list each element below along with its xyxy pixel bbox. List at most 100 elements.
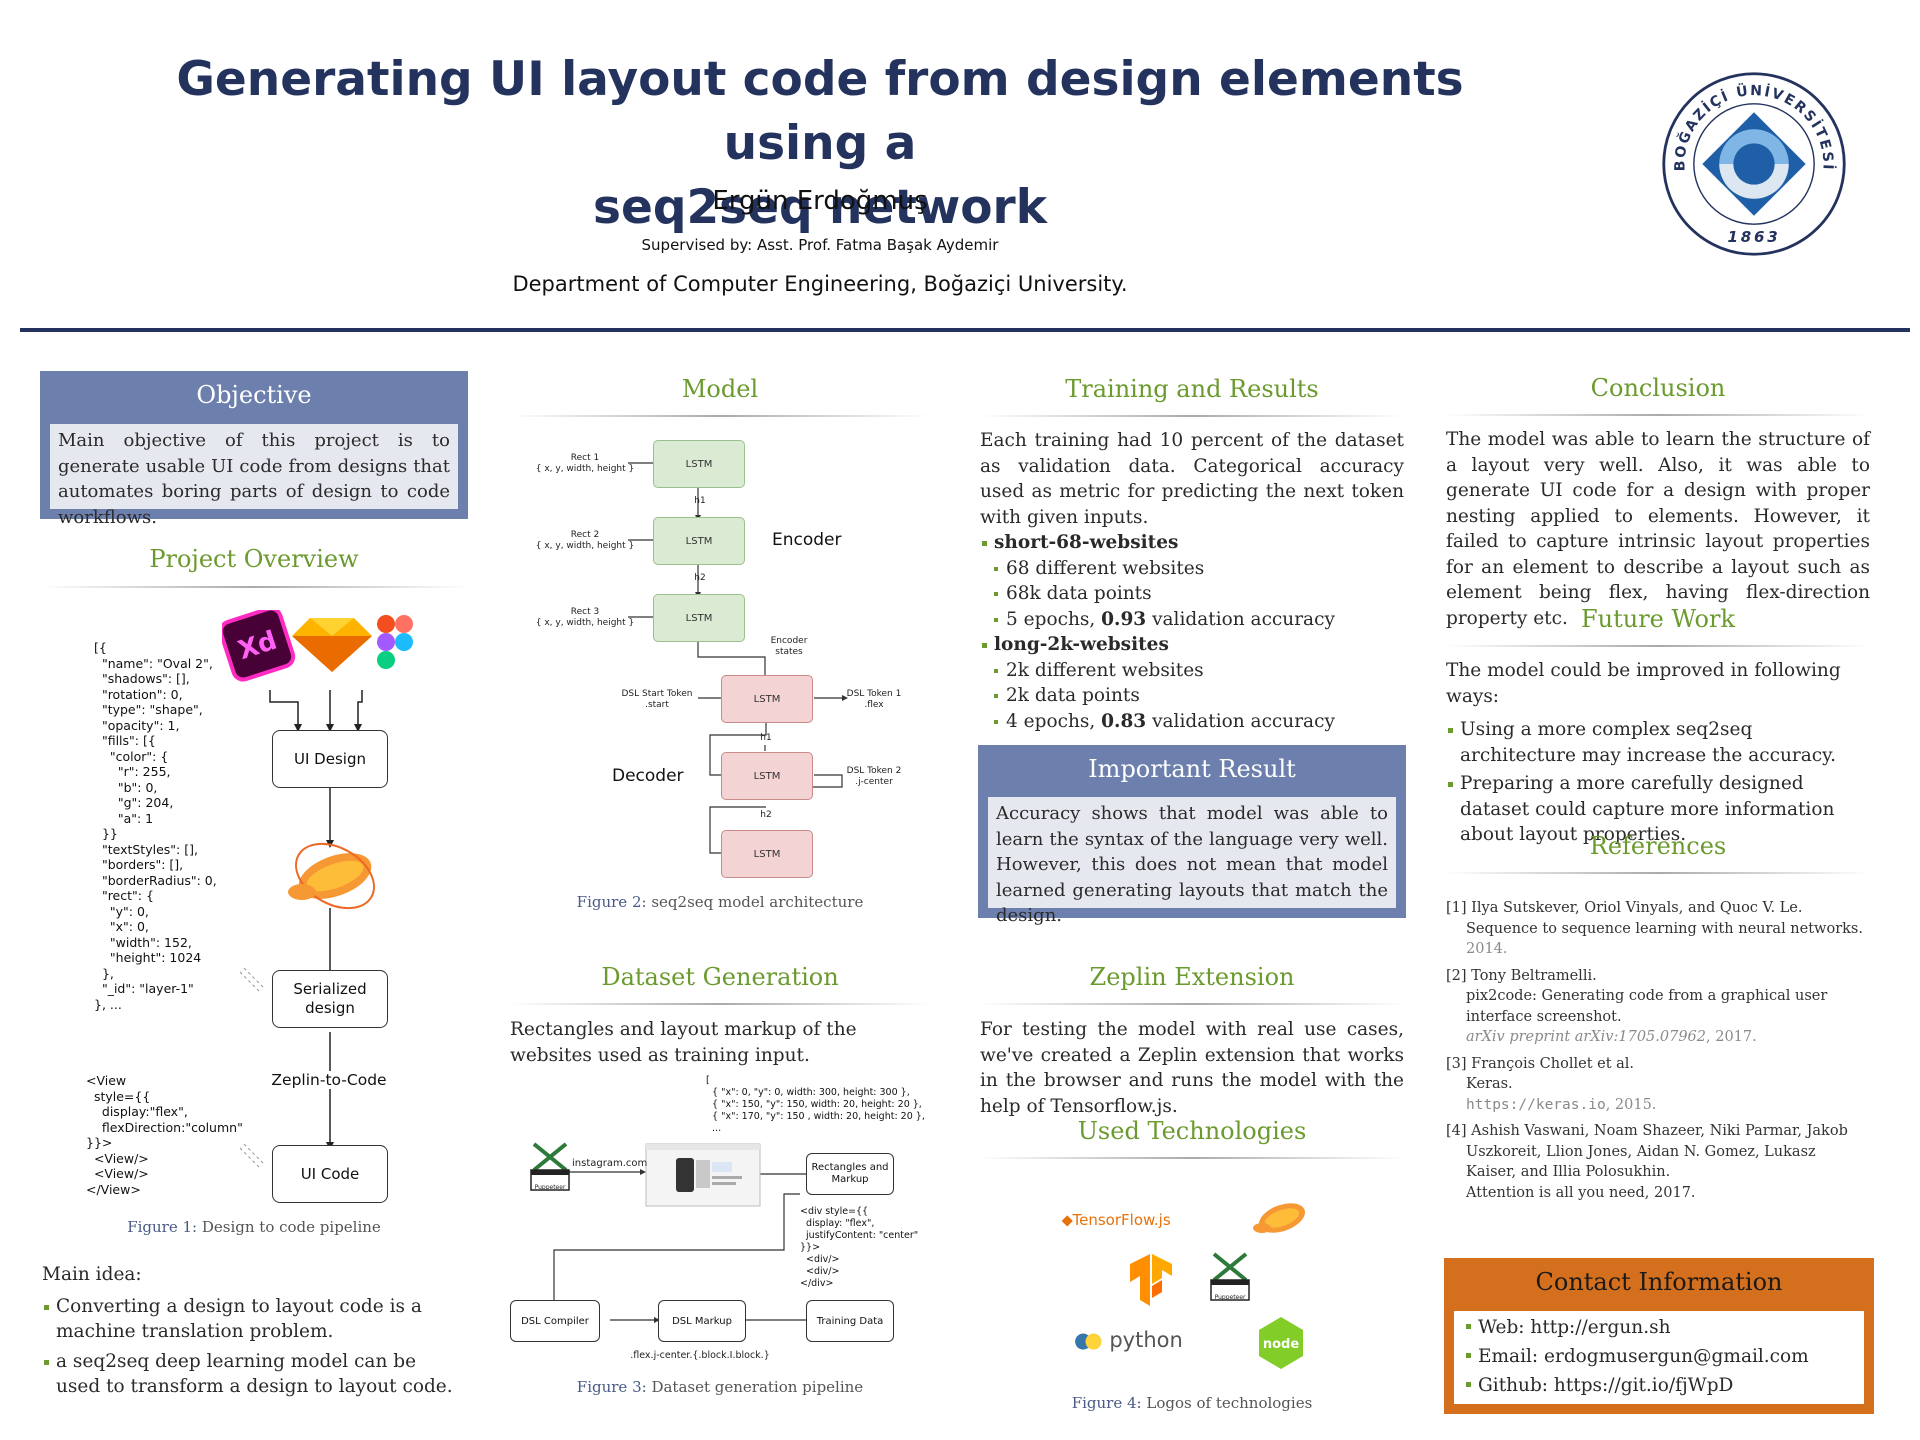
section-rule <box>40 586 468 588</box>
contact-web-link[interactable]: Web: http://ergun.sh <box>1464 1313 1854 1342</box>
objective-text: Main objective of this project is to gen… <box>50 424 458 528</box>
training-results-body: Each training had 10 percent of the data… <box>980 428 1404 734</box>
ui-design-node: UI Design <box>272 730 388 788</box>
result-item: 68k data points <box>980 581 1404 607</box>
section-rule <box>510 415 930 417</box>
dataset-generation-text: Rectangles and layout markup of the webs… <box>510 1019 857 1066</box>
important-result-text: Accuracy shows that model was able to le… <box>988 797 1396 926</box>
zeplin-to-code-label: Zeplin-to-Code <box>262 1071 396 1089</box>
contact-github-link[interactable]: Github: https://git.io/fjWpD <box>1464 1371 1854 1400</box>
serialized-design-node: Serialized design <box>272 970 388 1028</box>
figure-1-text: Design to code pipeline <box>201 1218 381 1236</box>
h1-label: h1 <box>694 496 706 506</box>
result-item: 2k different websites <box>980 658 1404 684</box>
main-idea-label: Main idea: <box>42 1264 142 1285</box>
result-group-title: long-2k-websites <box>980 632 1404 658</box>
used-technologies-heading: Used Technologies <box>1077 1117 1307 1145</box>
result-item: 68 different websites <box>980 556 1404 582</box>
dsl-compiler-node: DSL Compiler <box>510 1300 600 1342</box>
dsl-token-2: DSL Token 2 .j-center <box>846 766 902 787</box>
figure-4-text: Logos of technologies <box>1146 1394 1313 1412</box>
python-label: python <box>1109 1328 1183 1352</box>
main-idea-bullet: a seq2seq deep learning model can be use… <box>42 1349 462 1400</box>
dataset-generation-heading: Dataset Generation <box>601 963 839 991</box>
accuracy-value: 0.93 <box>1101 608 1147 630</box>
contact-box: Contact Information Web: http://ergun.sh… <box>1444 1258 1874 1414</box>
figure-1-label: Figure 1: <box>127 1218 198 1236</box>
reference-list: [1] Ilya Sutskever, Oriol Vinyals, and Q… <box>1446 898 1870 1209</box>
tensorflow-icon <box>1130 1254 1172 1306</box>
figure-2-label: Figure 2: <box>576 893 647 911</box>
decoder-lstm-2: LSTM <box>721 752 813 800</box>
reference-item: [4] Ashish Vaswani, Noam Shazeer, Niki P… <box>1446 1123 1848 1201</box>
title-line-2: seq2seq network <box>592 180 1047 235</box>
future-work-body: The model could be improved in following… <box>1446 658 1870 848</box>
training-results-heading: Training and Results <box>1065 375 1319 403</box>
reference-item: [3] François Chollet et al. Keras. https… <box>1446 1055 1657 1113</box>
zeplin-icon <box>1253 1203 1305 1233</box>
section-rule <box>1446 872 1870 874</box>
objective-title: Objective <box>196 381 312 409</box>
title-line-1: Generating UI layout code from design el… <box>176 52 1464 171</box>
layout-code: <View style={{ display:"flex", flexDirec… <box>86 1073 243 1197</box>
encoder-states-label: Encoder states <box>770 636 808 657</box>
reference-item: [1] Ilya Sutskever, Oriol Vinyals, and Q… <box>1446 900 1863 957</box>
important-result-box: Important Result Accuracy shows that mod… <box>978 745 1406 926</box>
adobe-xd-icon: Xd <box>222 610 296 682</box>
future-work-item: Preparing a more carefully designed data… <box>1446 771 1870 848</box>
zeplin-extension-heading: Zeplin Extension <box>1089 963 1295 991</box>
nodejs-icon: node <box>1259 1317 1303 1369</box>
section-rule <box>980 1003 1404 1005</box>
future-work-item: Using a more complex seq2seq architectur… <box>1446 717 1870 768</box>
pipeline-arrows <box>240 690 363 1169</box>
zeplin-icon <box>288 842 375 910</box>
figma-icon <box>377 615 413 669</box>
future-work-heading: Future Work <box>1580 605 1736 633</box>
encoder-lstm-1: LSTM <box>653 440 745 488</box>
puppeteer-icon <box>1210 1252 1250 1301</box>
markup-code: <div style={{ display: "flex", justifyCo… <box>800 1206 919 1289</box>
figure-2-text: seq2seq model architecture <box>651 893 864 911</box>
node-label: node <box>1263 1337 1299 1352</box>
decoder-lstm-1: LSTM <box>721 675 813 723</box>
figure-4-caption: Figure 4: Logos of technologies <box>980 1394 1404 1412</box>
h2-label: h2 <box>694 573 706 583</box>
puppeteer-label: Puppeteer <box>534 1184 566 1191</box>
figure-3-text: Dataset generation pipeline <box>651 1378 864 1396</box>
seal-year: 1863 <box>1727 228 1780 246</box>
figure-3-label: Figure 3: <box>576 1378 647 1396</box>
contact-title: Contact Information <box>1535 1268 1783 1296</box>
sketch-icon <box>292 618 372 672</box>
seq2seq-arrows <box>628 460 848 856</box>
h2-label: h2 <box>760 810 772 820</box>
contact-email-link[interactable]: Email: erdogmusergun@gmail.com <box>1464 1342 1854 1371</box>
model-heading: Model <box>681 375 759 403</box>
author-name: Ergün Erdoğmuş <box>712 186 928 216</box>
figure-3-caption: Figure 3: Dataset generation pipeline <box>510 1378 930 1396</box>
rect-2-label: Rect 2 { x, y, width, height } <box>535 530 635 551</box>
rectangles-markup-node: Rectangles and Markup <box>806 1153 894 1195</box>
reference-item: [2] Tony Beltramelli. pix2code: Generati… <box>1446 967 1828 1046</box>
result-group-title: short-68-websites <box>980 530 1404 556</box>
rectangles-code: [ { "x": 0, "y": 0, width: 300, height: … <box>706 1075 925 1134</box>
dsl-token-1: DSL Token 1 .flex <box>846 689 902 710</box>
decoder-label: Decoder <box>612 766 684 786</box>
puppeteer-label: Puppeteer <box>1214 1294 1246 1301</box>
main-idea-block: Main idea: Converting a design to layout… <box>42 1262 462 1400</box>
encoder-label: Encoder <box>772 530 842 550</box>
section-rule <box>1446 645 1870 647</box>
important-result-title: Important Result <box>1088 755 1296 783</box>
tensorflowjs-logo: ⬥TensorFlow.js <box>1062 1211 1171 1229</box>
figure-1-caption: Figure 1: Design to code pipeline <box>40 1218 468 1236</box>
dataset-pipeline-arrows <box>551 1143 812 1323</box>
university-seal-logo: BOĞAZİÇİ ÜNİVERSİTESİ 1863 <box>1662 72 1846 256</box>
h1-label: h1 <box>760 733 772 743</box>
encoder-lstm-3: LSTM <box>653 594 745 642</box>
result-item: 4 epochs, 0.83 validation accuracy <box>980 709 1404 735</box>
objective-box: Objective Main objective of this project… <box>40 371 468 528</box>
encoder-lstm-2: LSTM <box>653 517 745 565</box>
zeplin-extension-text: For testing the model with real use case… <box>980 1019 1404 1117</box>
supervisor: Supervised by: Asst. Prof. Fatma Başak A… <box>641 236 999 254</box>
result-item: 5 epochs, 0.93 validation accuracy <box>980 607 1404 633</box>
design-json-code: [{ "name": "Oval 2", "shadows": [], "rot… <box>94 640 217 1012</box>
